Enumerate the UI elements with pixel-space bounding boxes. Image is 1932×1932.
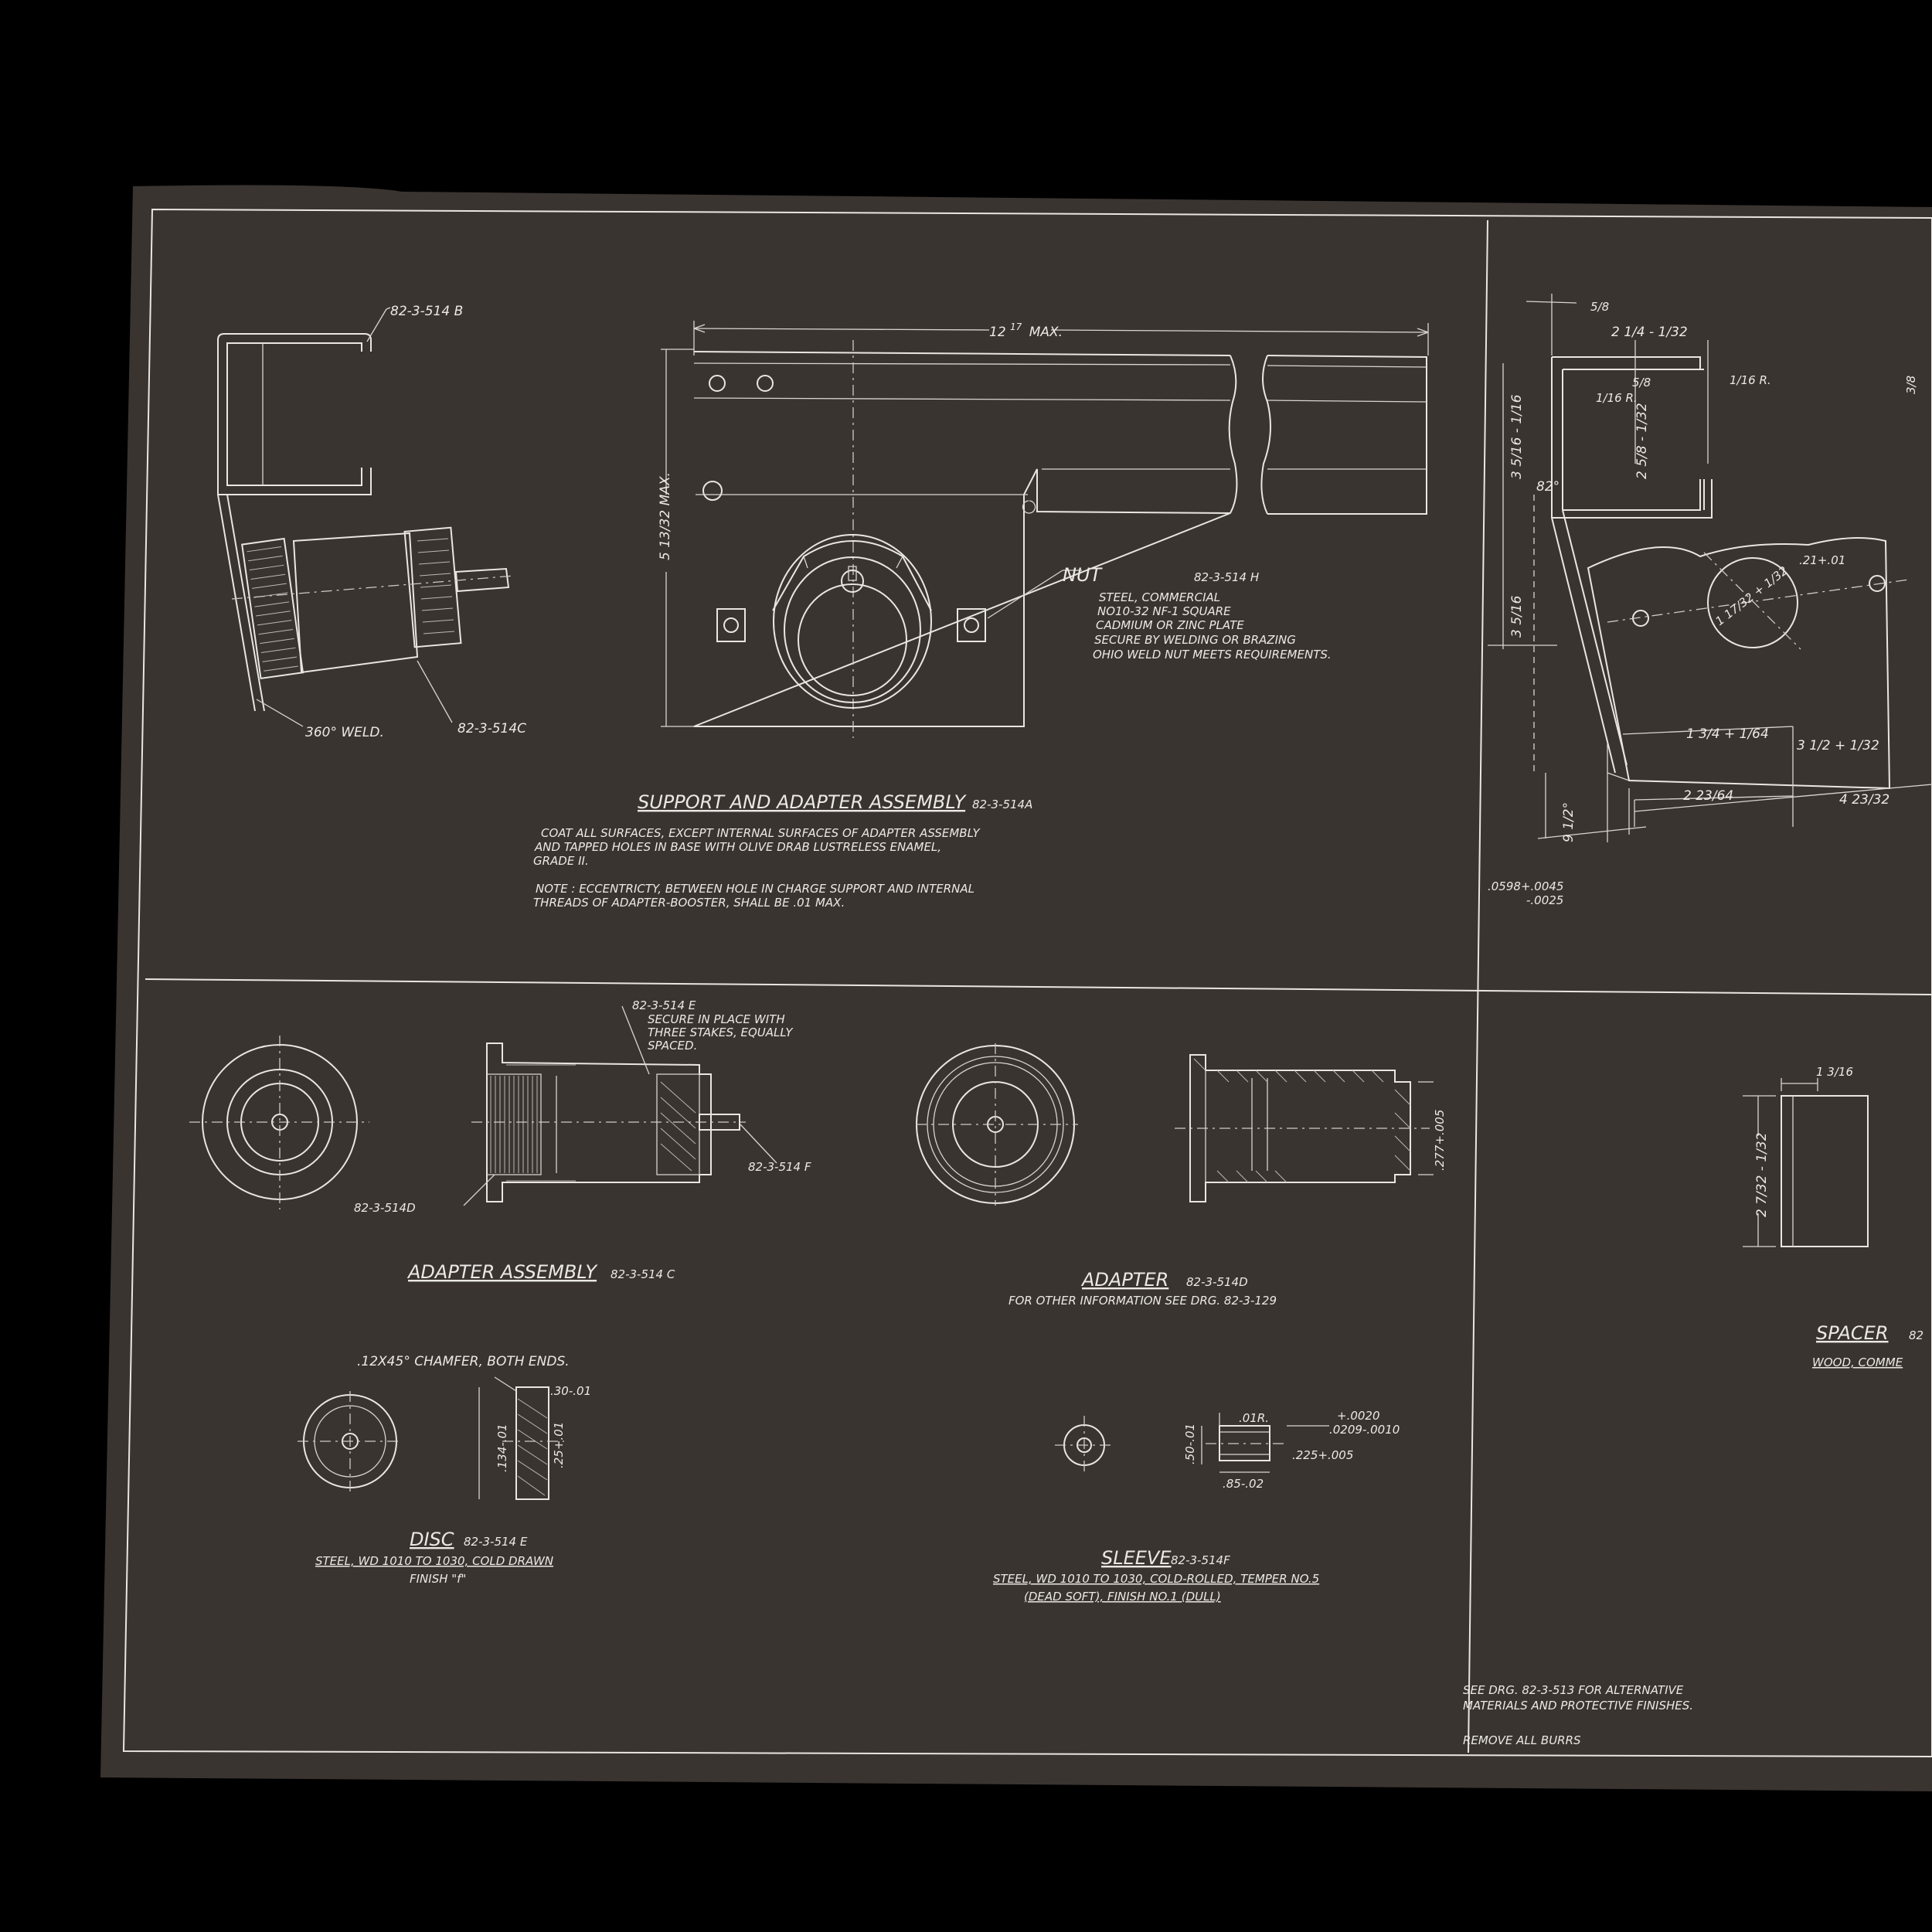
disc-dim-1: .30-.01 (550, 1384, 591, 1398)
bracket-dim-5: 5/8 (1632, 376, 1651, 389)
remove-burrs: REMOVE ALL BURRS (1463, 1733, 1581, 1747)
adapter-asm-title: ADAPTER ASSEMBLY (406, 1261, 598, 1283)
nut-line-1: STEEL, COMMERCIAL (1099, 590, 1220, 604)
dim-length-12: 12 17 MAX. (989, 318, 1063, 340)
bracket-dim-1: 5/8 (1590, 300, 1609, 314)
bracket-dim-6: 2 5/8 - 1/32 (1634, 403, 1650, 479)
sleeve-dim-1: .01R. (1239, 1411, 1269, 1425)
sleeve-dim-6: .85-.02 (1223, 1477, 1264, 1491)
sleeve-dim-2: +.0020 (1337, 1409, 1380, 1423)
bracket-dim-19: 3/8 (1904, 376, 1918, 394)
sleeve-dim-3: .0209-.0010 (1329, 1423, 1400, 1437)
sleeve-material-2: (DEAD SOFT), FINISH NO.1 (DULL) (1024, 1590, 1221, 1604)
vertical-divider (1468, 219, 1488, 1753)
adapter-asm-label-3: THREE STAKES, EQUALLY (648, 1026, 794, 1039)
sleeve-drawing (1055, 1413, 1329, 1476)
spacer-dim-2: 2 7/32 - 1/32 (1754, 1132, 1770, 1217)
disc-title: DISC (410, 1529, 454, 1550)
bracket-dim-4: 1/16 R. (1596, 391, 1638, 405)
adapter-note: FOR OTHER INFORMATION SEE DRG. 82-3-129 (1009, 1294, 1277, 1308)
horizontal-divider (145, 978, 1932, 995)
support-title: SUPPORT AND ADAPTER ASSEMBLY (638, 791, 967, 813)
see-drg-line-2: MATERIALS AND PROTECTIVE FINISHES. (1463, 1699, 1693, 1713)
adapter-asm-label-4: SPACED. (648, 1039, 697, 1053)
adapter-dim: .277+.005 (1433, 1110, 1447, 1171)
bracket-dim-3: 1/16 R. (1730, 373, 1771, 387)
weld-label: 360° WELD. (305, 725, 384, 740)
spacer-drawing (1743, 1078, 1869, 1247)
bracket-dim-14: 3 1/2 + 1/32 (1797, 738, 1879, 753)
nut-title: NUT (1063, 564, 1104, 586)
spacer-material: WOOD, COMME (1812, 1355, 1903, 1369)
bracket-dim-10: 9 1/2° (1561, 802, 1577, 842)
outer-border (122, 208, 1932, 1758)
coat-line-1: COAT ALL SURFACES, EXCEPT INTERNAL SURFA… (541, 826, 981, 840)
part-label-514c: 82-3-514C (457, 721, 526, 736)
dim-height-5: 5 13/32 MAX. (658, 472, 673, 560)
adapter-asm-part: 82-3-514 C (611, 1267, 675, 1281)
bracket-dim-15: 2 23/64 (1683, 788, 1733, 804)
nut-line-4: SECURE BY WELDING OR BRAZING (1094, 633, 1296, 647)
disc-material: STEEL, WD 1010 TO 1030, COLD DRAWN (315, 1554, 553, 1568)
nut-line-3: CADMIUM OR ZINC PLATE (1096, 618, 1244, 632)
disc-part: 82-3-514 E (464, 1535, 528, 1549)
paper-sheet (100, 185, 1932, 1792)
adapter-asm-label-1: 82-3-514 E (632, 998, 696, 1012)
sleeve-part: 82-3-514F (1171, 1553, 1230, 1567)
adapter-drawing (916, 1043, 1434, 1206)
adapter-part: 82-3-514D (1186, 1275, 1248, 1289)
support-plate-drawing (661, 321, 1429, 738)
disc-drawing (298, 1376, 564, 1500)
bracket-dim-11: .21+.01 (1799, 553, 1845, 567)
sleeve-dim-4: .225+.005 (1292, 1448, 1353, 1462)
adapter-assembly-drawing (189, 1005, 777, 1209)
disc-finish: FINISH "f" (410, 1572, 466, 1586)
part-label-514b: 82-3-514 B (390, 304, 463, 319)
bracket-dim-16: 4 23/32 (1839, 792, 1889, 808)
coat-line-2: AND TAPPED HOLES IN BASE WITH OLIVE DRAB… (534, 840, 941, 854)
support-part: 82-3-514A (972, 798, 1032, 811)
bracket-dim-18: -.0025 (1526, 893, 1563, 907)
disc-dim-2: .134-.01 (495, 1423, 509, 1472)
spacer-title: SPACER (1816, 1322, 1889, 1344)
note-line-1: NOTE : ECCENTRICTY, BETWEEN HOLE IN CHAR… (536, 882, 975, 896)
see-drg-line-1: SEE DRG. 82-3-513 FOR ALTERNATIVE (1463, 1683, 1684, 1697)
spacer-dim-1: 1 3/16 (1816, 1065, 1853, 1079)
adapter-asm-514d: 82-3-514D (354, 1201, 416, 1215)
nut-line-2: NO10-32 NF-1 SQUARE (1097, 604, 1231, 618)
spacer-part: 82 (1909, 1328, 1923, 1342)
bracket-dim-2: 2 1/4 - 1/32 (1611, 325, 1688, 340)
bracket-dim-17: .0598+.0045 (1488, 879, 1563, 893)
sleeve-title: SLEEVE (1101, 1547, 1172, 1569)
nut-part: 82-3-514 H (1194, 570, 1259, 584)
adapter-asm-label-2: SECURE IN PLACE WITH (648, 1012, 785, 1026)
disc-chamfer: .12X45° CHAMFER, BOTH ENDS. (357, 1354, 570, 1369)
note-line-2: THREADS OF ADAPTER-BOOSTER, SHALL BE .01… (533, 896, 845, 910)
sleeve-material-1: STEEL, WD 1010 TO 1030, COLD-ROLLED, TEM… (993, 1572, 1319, 1586)
disc-dim-3: .25+.01 (552, 1422, 566, 1468)
bent-bracket-drawing (1488, 294, 1932, 842)
bracket-dim-9: 3 5/16 (1509, 595, 1525, 638)
bracket-dim-13: 1 3/4 + 1/64 (1686, 726, 1769, 742)
nut-line-5: OHIO WELD NUT MEETS REQUIREMENTS. (1093, 648, 1332, 662)
bracket-dim-7: 3 5/16 - 1/16 (1509, 394, 1525, 479)
sleeve-dim-5: .50-.01 (1183, 1423, 1197, 1464)
bracket-dim-8: 82° (1536, 479, 1560, 495)
adapter-title: ADAPTER (1080, 1269, 1168, 1291)
coat-line-3: GRADE II. (533, 854, 589, 868)
adapter-asm-514f: 82-3-514 F (748, 1160, 811, 1174)
support-bracket-drawing (217, 307, 515, 727)
